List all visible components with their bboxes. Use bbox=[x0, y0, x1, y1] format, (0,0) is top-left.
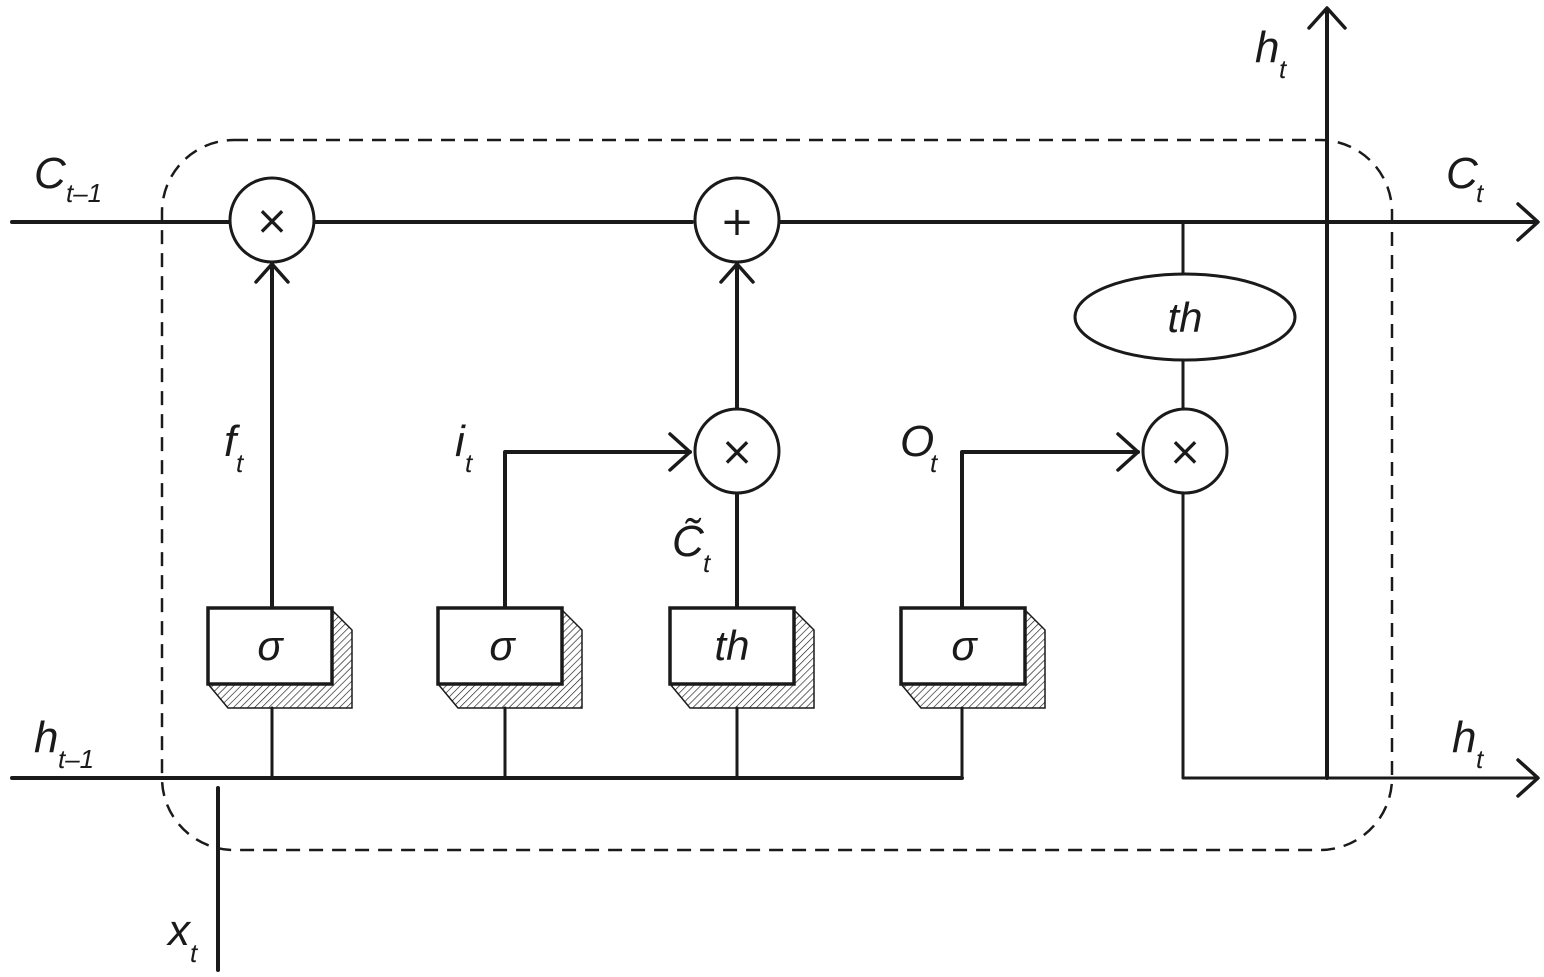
svg-text:C: C bbox=[34, 149, 67, 198]
cell-add-node: + bbox=[693, 176, 781, 264]
svg-text:σ: σ bbox=[257, 622, 284, 669]
svg-text:t–1: t–1 bbox=[66, 178, 102, 208]
plus-icon: + bbox=[720, 199, 754, 245]
svg-text:C̃: C̃ bbox=[672, 517, 705, 566]
svg-text:t: t bbox=[465, 448, 474, 478]
svg-text:t: t bbox=[236, 448, 245, 478]
input-path bbox=[503, 432, 692, 780]
svg-text:i: i bbox=[455, 417, 466, 466]
svg-text:th: th bbox=[714, 622, 749, 669]
output-multiply-node: × bbox=[1141, 407, 1229, 495]
output-gate-box: σ bbox=[899, 606, 1046, 709]
label-candidate: C̃ t bbox=[672, 517, 712, 578]
output-path bbox=[960, 432, 1140, 780]
label-x-input: x t bbox=[166, 906, 199, 968]
forget-path bbox=[254, 260, 290, 780]
svg-text:h: h bbox=[34, 713, 58, 762]
cell-tanh-node: th bbox=[1073, 272, 1297, 362]
cell-boundary bbox=[160, 138, 1394, 852]
label-output: O t bbox=[900, 417, 939, 478]
label-h-prev: h t–1 bbox=[34, 713, 94, 774]
label-h-next: h t bbox=[1452, 713, 1485, 774]
cell-state-line bbox=[10, 202, 1540, 242]
svg-text:t: t bbox=[1476, 178, 1485, 208]
label-input: i t bbox=[455, 417, 474, 478]
svg-text:t–1: t–1 bbox=[58, 744, 94, 774]
svg-text:h: h bbox=[1452, 713, 1476, 762]
svg-text:C: C bbox=[1446, 149, 1479, 198]
candidate-path bbox=[719, 260, 755, 780]
svg-text:t: t bbox=[190, 938, 199, 968]
input-multiply-node: × bbox=[693, 407, 781, 495]
svg-text:h: h bbox=[1255, 23, 1279, 72]
multiply-icon: × bbox=[1168, 429, 1202, 475]
candidate-gate-box: th bbox=[668, 606, 815, 709]
label-h-top: h t bbox=[1255, 23, 1288, 84]
hidden-up-line bbox=[1307, 6, 1347, 780]
forget-multiply-node: × bbox=[228, 176, 316, 264]
svg-text:σ: σ bbox=[951, 622, 978, 669]
hidden-output-line bbox=[1181, 492, 1540, 798]
multiply-icon: × bbox=[720, 429, 754, 475]
multiply-icon: × bbox=[255, 198, 289, 244]
svg-text:t: t bbox=[1476, 744, 1485, 774]
label-c-next: C t bbox=[1446, 149, 1485, 208]
label-c-prev: C t–1 bbox=[34, 149, 102, 208]
svg-text:th: th bbox=[1167, 294, 1202, 341]
svg-text:t: t bbox=[930, 448, 939, 478]
svg-text:σ: σ bbox=[489, 622, 516, 669]
svg-text:O: O bbox=[900, 417, 934, 466]
svg-text:x: x bbox=[166, 906, 192, 955]
input-gate-box: σ bbox=[436, 606, 583, 709]
label-forget: f t bbox=[224, 417, 245, 478]
forget-gate-box: σ bbox=[206, 606, 353, 709]
svg-text:t: t bbox=[703, 548, 712, 578]
svg-text:t: t bbox=[1279, 54, 1288, 84]
